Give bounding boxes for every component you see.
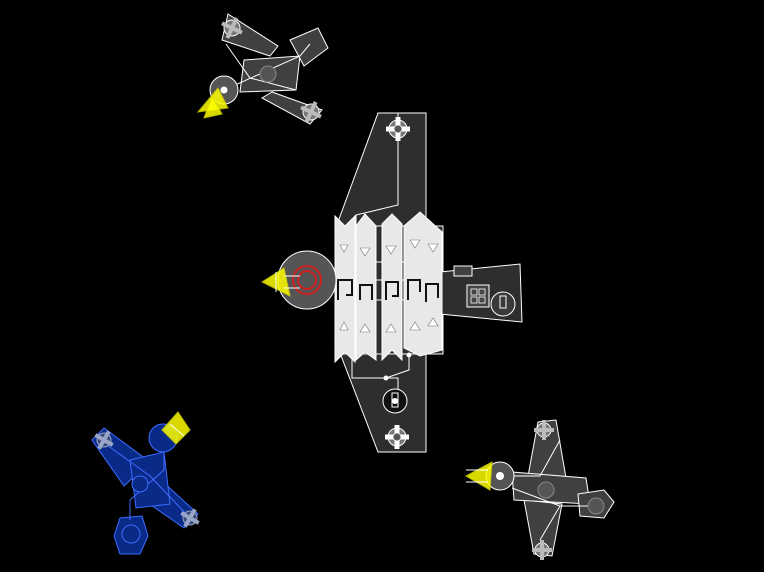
wire-node: [406, 352, 412, 358]
fighter-bl-tail: [113, 515, 149, 555]
fighter-bl-wiring: [99, 439, 191, 519]
fighter-top-wiring: [223, 43, 311, 91]
thruster-icon: [464, 461, 493, 491]
fighter-bottom-right[interactable]: [464, 419, 615, 560]
fighter-bottom-left[interactable]: [90, 411, 203, 555]
core-icon: [277, 250, 337, 310]
turret-icon: [537, 481, 555, 499]
mothership-circuitry: [337, 279, 439, 302]
turret-core: [220, 86, 228, 94]
gear-icon: [180, 508, 200, 528]
mothership-wiring-side: [385, 354, 410, 379]
generator-icon: [466, 284, 490, 308]
mothership-tail-sensor: [453, 265, 473, 277]
mothership-lower-wing: [334, 339, 427, 453]
thruster-icon: [196, 87, 229, 119]
turret-icon: [490, 291, 516, 317]
wire-node: [383, 375, 389, 381]
turret-core: [496, 472, 504, 480]
gear-icon: [532, 540, 552, 560]
turret-icon: [382, 388, 408, 414]
gear-icon: [94, 430, 114, 450]
thruster-icon: [161, 411, 191, 445]
turret-icon: [259, 65, 277, 83]
turret-icon: [587, 497, 605, 515]
gear-icon: [385, 425, 409, 449]
fighter-top-wiring: [225, 43, 297, 91]
turret-icon: [131, 475, 149, 493]
gear-icon: [386, 117, 410, 141]
mothership[interactable]: [260, 112, 523, 453]
gear-icon: [534, 420, 554, 440]
turret-icon: [121, 524, 141, 544]
fighter-br-lower-wing: [523, 499, 563, 557]
fighter-top[interactable]: [196, 13, 329, 126]
gear-icon: [300, 101, 322, 123]
mothership-upper-wing: [334, 112, 427, 231]
fighter-bl-body: [129, 451, 171, 509]
gear-icon: [221, 17, 243, 39]
mothership-armor: [334, 211, 443, 364]
thruster-icon: [260, 267, 300, 297]
